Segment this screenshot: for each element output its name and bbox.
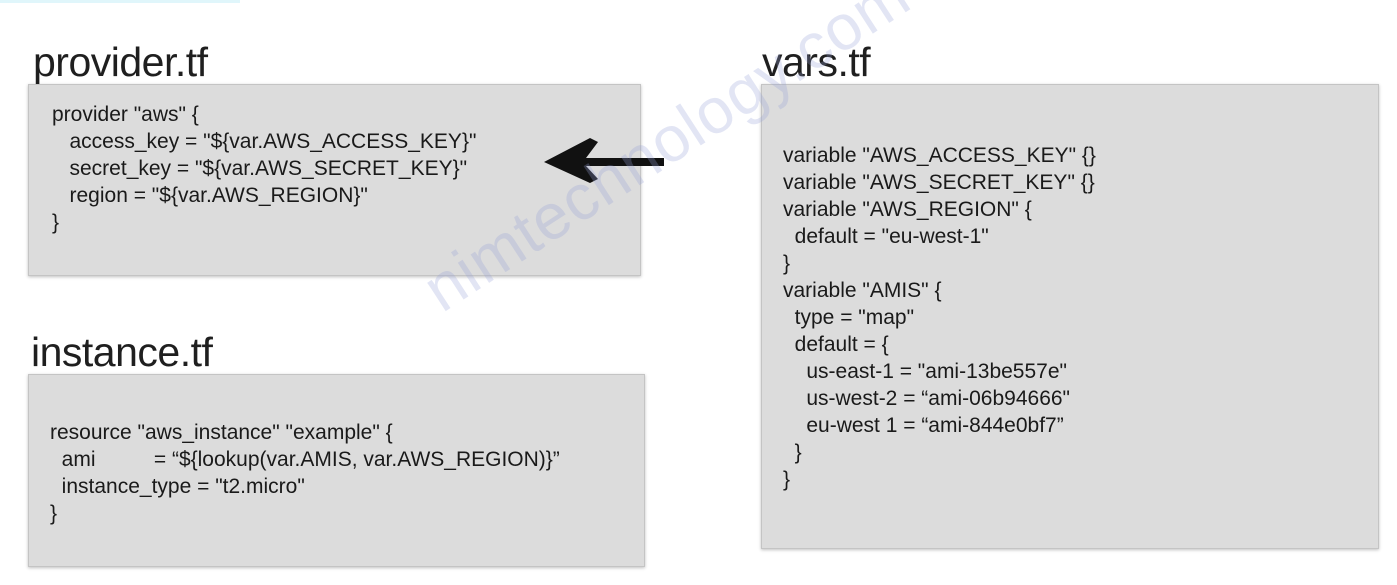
instance-code-box: resource "aws_instance" "example" { ami … (28, 374, 645, 567)
provider-code-lines: provider "aws" { access_key = "${var.AWS… (52, 101, 476, 236)
vars-file-title: vars.tf (762, 39, 871, 85)
code-line: variable "AWS_REGION" { (783, 198, 1032, 221)
code-line: access_key = "${var.AWS_ACCESS_KEY}" (52, 130, 477, 153)
code-line: type = "map" (783, 306, 915, 329)
code-line: } (783, 252, 791, 275)
code-line: secret_key = "${var.AWS_SECRET_KEY}" (52, 157, 468, 180)
code-line: default = "eu-west-1" (783, 225, 989, 248)
left-arrow-icon (544, 138, 664, 183)
code-line: us-west-2 = “ami-06b94666" (783, 387, 1071, 410)
instance-file-title: instance.tf (31, 329, 213, 375)
instance-code-lines: resource "aws_instance" "example" { ami … (50, 419, 560, 527)
code-line: resource "aws_instance" "example" { (50, 421, 393, 444)
code-line: eu-west 1 = “ami-844e0bf7” (783, 414, 1064, 437)
code-line: variable "AMIS" { (783, 279, 942, 302)
code-line: } (783, 468, 791, 491)
code-line: variable "AWS_ACCESS_KEY" {} (783, 144, 1096, 167)
provider-file-title: provider.tf (33, 39, 208, 85)
code-line: } (50, 502, 58, 525)
top-accent-strip (0, 0, 240, 3)
code-line: ami = “${lookup(var.AMIS, var.AWS_REGION… (50, 448, 560, 471)
vars-code-box: variable "AWS_ACCESS_KEY" {} variable "A… (761, 84, 1379, 549)
code-line: us-east-1 = "ami-13be557e" (783, 360, 1067, 383)
provider-code-box: provider "aws" { access_key = "${var.AWS… (28, 84, 641, 276)
code-line: region = "${var.AWS_REGION}" (52, 184, 368, 207)
code-line: } (52, 211, 60, 234)
code-line: } (783, 441, 802, 464)
vars-code-lines: variable "AWS_ACCESS_KEY" {} variable "A… (783, 142, 1096, 493)
code-line: default = { (783, 333, 889, 356)
code-line: instance_type = "t2.micro" (50, 475, 305, 498)
code-line: variable "AWS_SECRET_KEY" {} (783, 171, 1095, 194)
code-line: provider "aws" { (52, 103, 199, 126)
